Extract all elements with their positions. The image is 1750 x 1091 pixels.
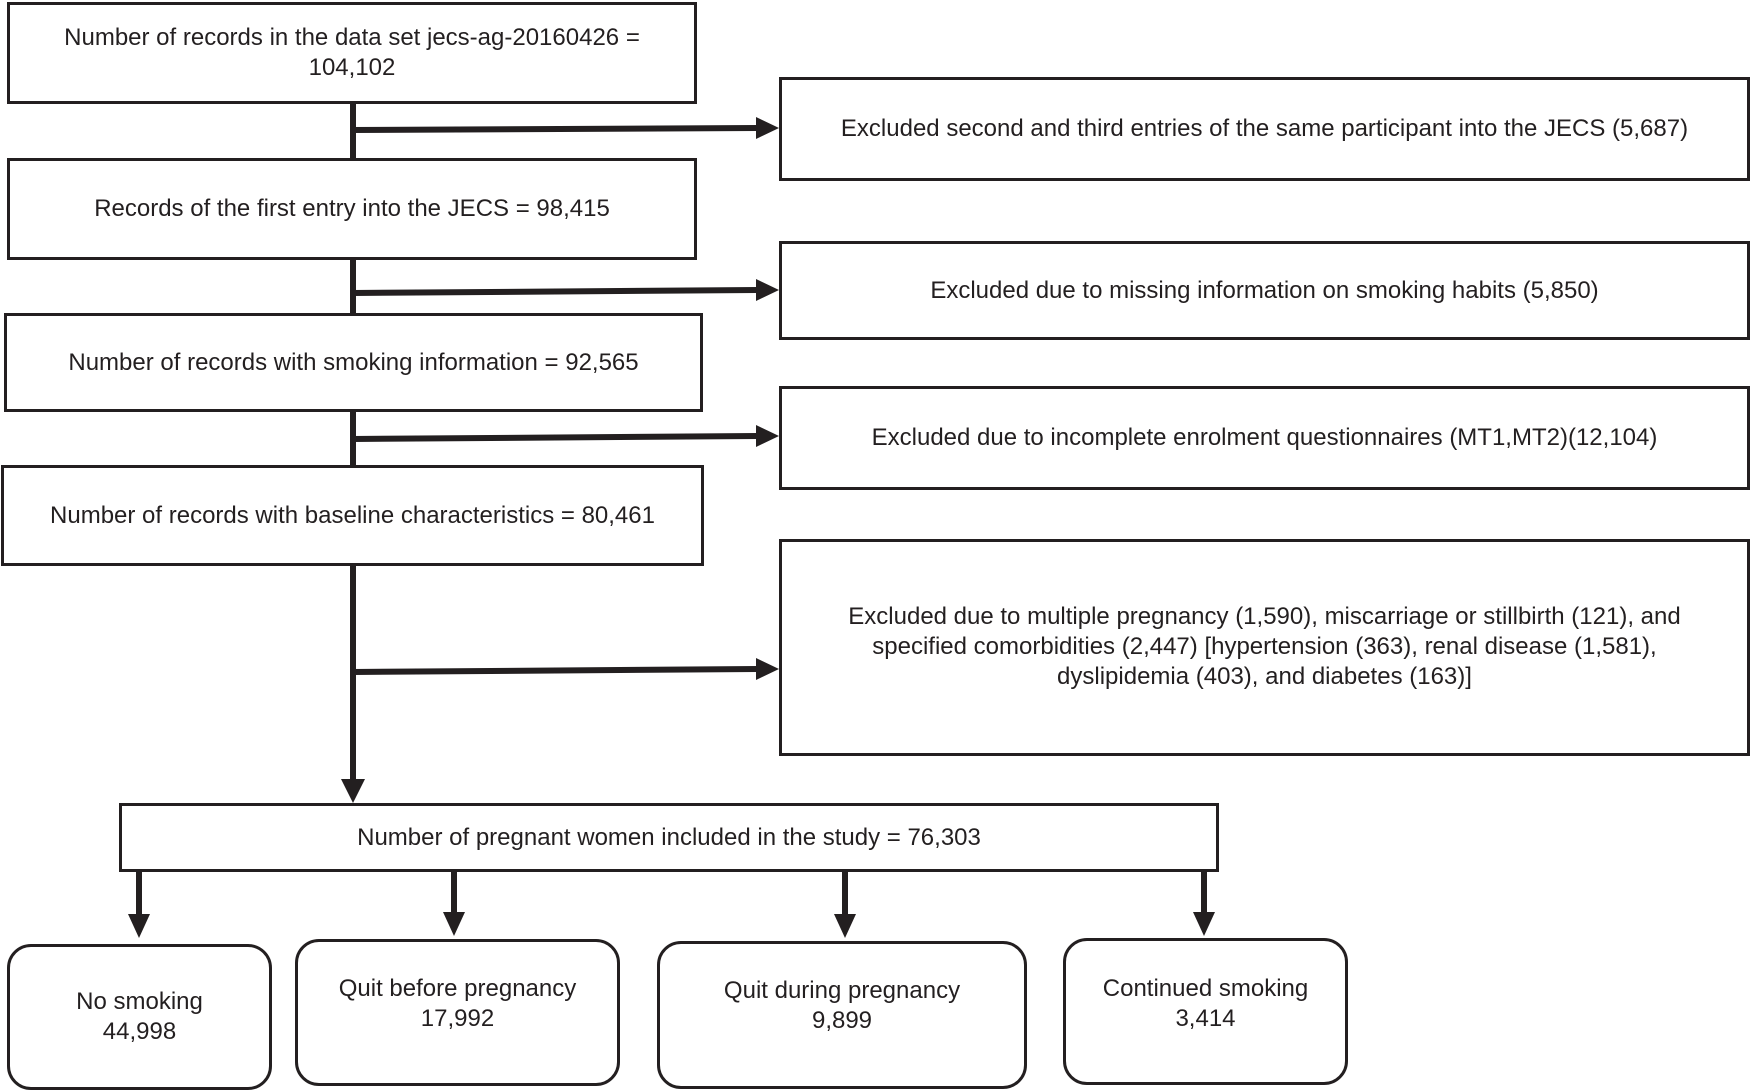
exclusion-label: Excluded due to incomplete enrolment que… [871, 424, 1658, 451]
flow-box-baseline: Number of records with baseline characte… [1, 465, 704, 566]
group-count: 44,998 [102, 1018, 177, 1045]
group-name: Quit before pregnancy [338, 974, 577, 1002]
arrowhead-main [341, 779, 365, 803]
connector-exclusion-4 [352, 666, 759, 675]
exclusion-box-incomplete-questionnaires: Excluded due to incomplete enrolment que… [779, 386, 1750, 490]
exclusion-box-pregnancy-comorbidities: Excluded due to multiple pregnancy (1,59… [779, 539, 1750, 756]
exclusion-box-duplicate-entries: Excluded second and third entries of the… [779, 77, 1750, 181]
arrowhead-group-2 [443, 912, 465, 936]
arrowhead-exclusion-4 [756, 658, 779, 680]
flow-box-label: Number of records with baseline characte… [50, 501, 655, 529]
flow-box-label: Number of pregnant women included in the… [357, 823, 981, 851]
flow-box-smoking-info: Number of records with smoking informati… [4, 313, 703, 412]
arrowhead-group-4 [1193, 912, 1215, 936]
arrowhead-exclusion-1 [756, 117, 779, 139]
group-box-no-smoking: No smoking 44,998 [7, 944, 272, 1090]
flow-box-label: Number of records in the data set jecs-a… [64, 24, 640, 81]
flow-box-total-records: Number of records in the data set jecs-a… [7, 2, 697, 104]
group-box-quit-during-pregnancy: Quit during pregnancy 9,899 [657, 941, 1027, 1089]
exclusion-label: Excluded due to missing information on s… [930, 276, 1599, 304]
group-count: 9,899 [811, 1007, 873, 1034]
arrowhead-group-3 [834, 914, 856, 938]
group-name: No smoking [76, 988, 203, 1015]
group-name: Quit during pregnancy [723, 977, 961, 1004]
group-count: 17,992 [420, 1004, 495, 1032]
connector-exclusion-3 [352, 433, 759, 442]
group-count: 3,414 [1175, 1004, 1236, 1032]
flow-box-label: Records of the first entry into the JECS… [94, 195, 610, 222]
exclusion-label: Excluded second and third entries of the… [840, 115, 1689, 142]
arrowhead-exclusion-3 [756, 425, 779, 447]
arrowhead-group-1 [128, 914, 150, 938]
group-box-quit-before-pregnancy: Quit before pregnancy 17,992 [295, 939, 620, 1086]
group-name: Continued smoking [1102, 974, 1309, 1002]
exclusion-box-missing-smoking: Excluded due to missing information on s… [779, 241, 1750, 340]
flow-box-first-entry: Records of the first entry into the JECS… [7, 158, 697, 260]
arrowhead-exclusion-2 [756, 279, 779, 301]
connector-exclusion-2 [352, 287, 759, 296]
exclusion-label: Excluded due to multiple pregnancy (1,59… [848, 603, 1681, 690]
flow-box-label: Number of records with smoking informati… [68, 348, 639, 376]
group-box-continued-smoking: Continued smoking 3,414 [1063, 938, 1348, 1085]
flow-box-included: Number of pregnant women included in the… [119, 803, 1219, 872]
connector-exclusion-1 [352, 125, 759, 133]
